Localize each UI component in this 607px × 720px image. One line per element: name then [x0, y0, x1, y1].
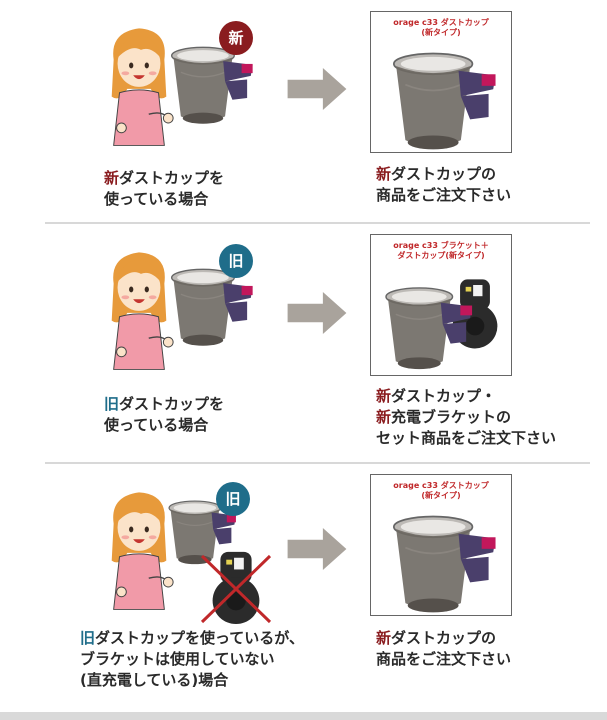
box-caption-line2: (新タイプ) [421, 491, 461, 500]
caption-line3: セット商品をご注文下さい [376, 429, 557, 447]
product-box-new-cup: orage c33 ダストカップ (新タイプ) [370, 474, 512, 616]
caption-line2: 充電ブラケットの [391, 408, 512, 426]
arrow-right-icon [287, 292, 347, 334]
box-caption-line2: ダストカップ(新タイプ) [397, 251, 485, 260]
new-dust-cup-image [379, 285, 483, 373]
badge-new: 新 [219, 21, 253, 55]
product-box-new-cup: orage c33 ダストカップ (新タイプ) [370, 11, 512, 153]
box-caption-line1: orage c33 ダストカップ [393, 481, 489, 490]
caption-line2: ブラケットは使用していない [80, 650, 275, 668]
caption-line1: ダストカップの [391, 629, 497, 647]
box-caption: orage c33 ダストカップ (新タイプ) [371, 18, 511, 38]
section-old-cup: 旧 orage c33 ブラケット＋ ダストカップ(新タイプ) 旧ダストカップを… [0, 222, 607, 462]
box-caption: orage c33 ダストカップ (新タイプ) [371, 481, 511, 501]
caption-hl: 旧 [104, 395, 120, 413]
section-new-cup: 新 orage c33 ダストカップ (新タイプ) 新ダストカップを 使っている… [0, 0, 607, 222]
box-caption: orage c33 ブラケット＋ ダストカップ(新タイプ) [371, 241, 511, 261]
badge-old: 旧 [219, 244, 253, 278]
arrow-right-icon [287, 68, 347, 110]
section-divider [45, 462, 590, 464]
caption-line1: ダストカップを [119, 169, 225, 187]
new-dust-cup-image [385, 50, 509, 154]
box-caption-line1: orage c33 ダストカップ [393, 18, 489, 27]
left-caption: 新ダストカップを 使っている場合 [104, 168, 224, 210]
section-divider [45, 222, 590, 224]
badge-old: 旧 [216, 482, 250, 516]
caption-hl: 新 [376, 165, 392, 183]
right-caption: 新ダストカップ・ 新充電ブラケットの セット商品をご注文下さい [376, 386, 556, 449]
caption-line2: 使っている場合 [104, 190, 209, 208]
left-caption: 旧ダストカップを使っているが、 ブラケットは使用していない (直充電している)場… [80, 628, 304, 691]
caption-hl: 旧 [80, 629, 96, 647]
new-dust-cup-image [385, 513, 509, 617]
caption-hl: 新 [376, 629, 392, 647]
footer-bar [0, 712, 607, 720]
caption-line1: ダストカップ・ [391, 387, 497, 405]
caption-hl: 新 [376, 408, 392, 426]
caption-line2: 商品をご注文下さい [376, 186, 512, 204]
caption-line1: ダストカップを使っているが、 [95, 629, 304, 647]
arrow-right-icon [287, 528, 347, 570]
caption-line1: ダストカップの [391, 165, 497, 183]
left-caption: 旧ダストカップを 使っている場合 [104, 394, 224, 436]
crossed-bracket-image [200, 551, 272, 625]
old-style-dust-cup-image [168, 44, 260, 128]
girl-illustration [100, 244, 178, 372]
box-caption-line1: orage c33 ブラケット＋ [393, 241, 489, 250]
caption-line2: 使っている場合 [104, 416, 209, 434]
caption-line3: (直充電している)場合 [80, 671, 229, 689]
right-caption: 新ダストカップの 商品をご注文下さい [376, 628, 511, 670]
caption-line1: ダストカップを [119, 395, 225, 413]
box-caption-line2: (新タイプ) [421, 28, 461, 37]
section-old-cup-no-bracket: 旧 orage c33 ダストカップ (新タイプ) 旧ダストカップを使っているが… [0, 462, 607, 712]
right-caption: 新ダストカップの 商品をご注文下さい [376, 164, 511, 206]
girl-illustration [100, 20, 178, 148]
caption-hl: 新 [104, 169, 120, 187]
old-dust-cup-image [168, 266, 260, 350]
product-box-bracket-set: orage c33 ブラケット＋ ダストカップ(新タイプ) [370, 234, 512, 376]
caption-line2: 商品をご注文下さい [376, 650, 512, 668]
caption-hl: 新 [376, 387, 392, 405]
